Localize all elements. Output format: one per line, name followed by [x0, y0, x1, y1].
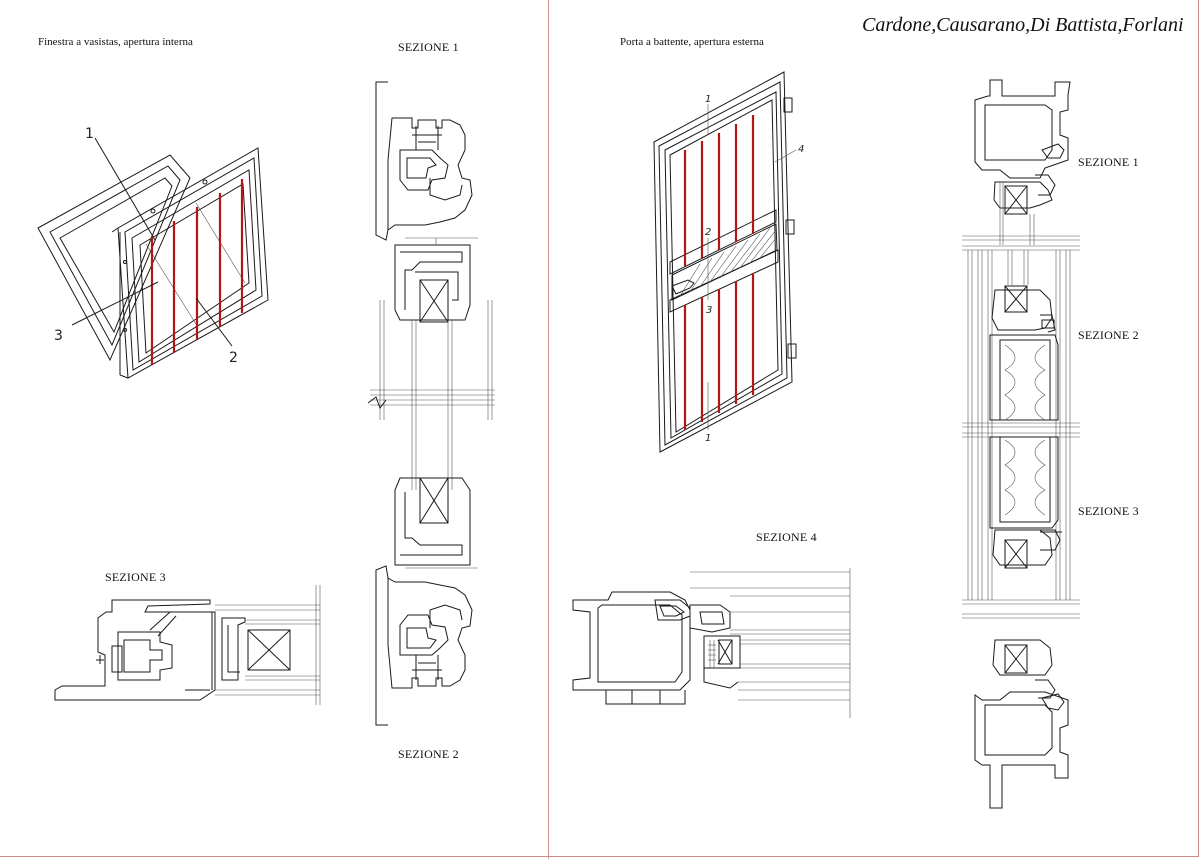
door-callout-1-bottom: 1 [705, 433, 711, 444]
left-caption: Finestra a vasistas, apertura interna [38, 36, 193, 48]
door-callout-2: 2 [705, 227, 711, 238]
left-section-3-label: SEZIONE 3 [105, 570, 166, 584]
door-callout-1-top: 1 [705, 94, 711, 105]
door-callout-3: 3 [706, 305, 712, 316]
right-section-2-label: SEZIONE 2 [1078, 328, 1139, 342]
door-perspective: 1 4 2 3 1 [653, 71, 804, 453]
door-callout-4: 4 [798, 144, 804, 155]
left-section-2-label: SEZIONE 2 [398, 747, 459, 761]
right-section-4-label: SEZIONE 4 [756, 530, 817, 544]
door-vertical-section [962, 79, 1080, 809]
page-divider [548, 0, 549, 859]
right-section-1-label: SEZIONE 1 [1078, 155, 1139, 169]
tilt-window-perspective: 1 2 3 [37, 126, 269, 379]
right-section-3-label: SEZIONE 3 [1078, 504, 1139, 518]
callout-1: 1 [85, 126, 94, 142]
callout-3: 3 [54, 328, 63, 344]
door-horizontal-section [572, 568, 851, 718]
right-caption: Porta a battente, apertura esterna [620, 36, 764, 48]
callout-2: 2 [229, 350, 238, 366]
left-section-1-label: SEZIONE 1 [398, 40, 459, 54]
tilt-window-vertical-section [367, 81, 495, 726]
tilt-window-horizontal-section [54, 585, 321, 705]
authors-header: Cardone,Causarano,Di Battista,Forlani [862, 14, 1184, 36]
